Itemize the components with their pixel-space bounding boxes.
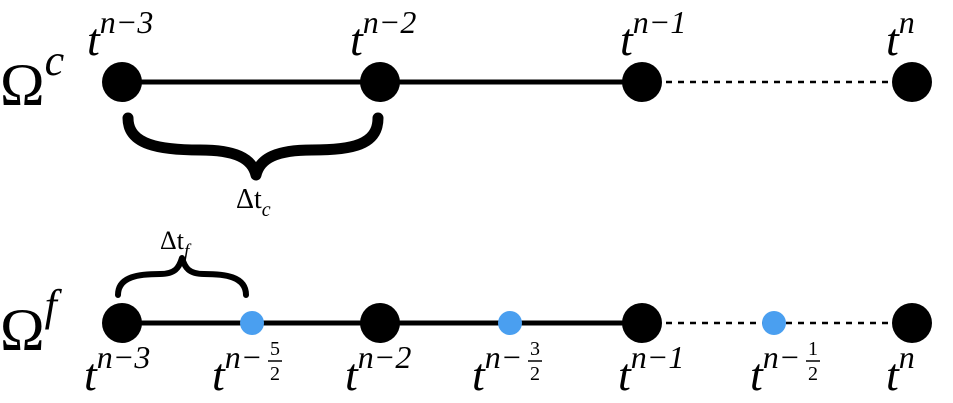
fine-node-n3: [102, 303, 142, 343]
coarse-step-brace: [122, 112, 384, 181]
fine-node-n: [892, 303, 932, 343]
fine-time-label: tn−1: [618, 339, 684, 400]
coarse-time-label: tn−3: [87, 4, 153, 65]
svg-text:tn−: tn−: [750, 339, 800, 400]
coarse-node-n2: [360, 62, 400, 102]
fine-time-label: tn−3: [84, 339, 150, 400]
fine-node-n2: [360, 303, 400, 343]
fine-half-label: tn− 3 2: [472, 338, 542, 400]
fine-half-label: tn− 1 2: [750, 338, 820, 400]
svg-text:tn−: tn−: [212, 339, 262, 400]
fine-domain-label: Ωf: [0, 281, 63, 363]
svg-text:tn−: tn−: [472, 339, 522, 400]
fine-half-node-n32: [498, 311, 522, 335]
svg-text:2: 2: [808, 363, 818, 385]
svg-text:3: 3: [530, 338, 540, 360]
coarse-time-label: tn−1: [620, 4, 686, 65]
coarse-node-n1: [622, 62, 662, 102]
svg-text:2: 2: [530, 363, 540, 385]
fine-grid: Ωf Δtf tn−3 tn−2 tn−1 tn tn− 5 2 tn− 3 2: [0, 226, 932, 400]
coarse-node-n3: [102, 62, 142, 102]
fine-node-n1: [622, 303, 662, 343]
fine-time-label: tn−2: [345, 339, 411, 400]
fine-step-label: Δtf: [160, 226, 192, 262]
fine-half-label: tn− 5 2: [212, 338, 282, 400]
fine-half-node-n52: [240, 311, 264, 335]
coarse-grid: Ωc tn−3 tn−2 tn−1 tn Δtc: [0, 4, 932, 221]
coarse-time-label: tn−2: [350, 4, 416, 65]
svg-text:2: 2: [270, 363, 280, 385]
coarse-domain-label: Ωc: [0, 36, 65, 118]
svg-text:1: 1: [808, 338, 818, 360]
fine-step-brace: [115, 255, 249, 298]
svg-text:5: 5: [270, 338, 280, 360]
coarse-time-label: tn: [886, 4, 915, 65]
fine-time-label: tn: [886, 339, 915, 400]
coarse-node-n: [892, 62, 932, 102]
coarse-step-label: Δtc: [236, 184, 271, 221]
fine-half-node-n12: [762, 311, 786, 335]
